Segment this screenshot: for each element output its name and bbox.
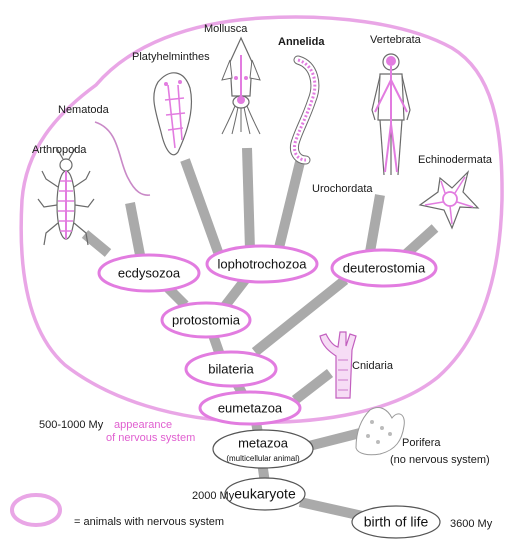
node-eumetazoa-label: eumetazoa: [218, 400, 283, 415]
label-urochordata: Urochordata: [312, 183, 373, 195]
label-eukaryote-time: 2000 My: [192, 490, 235, 502]
branch-ecdysozoa-arthropoda: [81, 230, 112, 257]
label-nervous-time: 500-1000 My: [39, 419, 104, 431]
mollusca-illustration: [221, 36, 261, 135]
label-porifera-note: (no nervous system): [390, 454, 490, 466]
node-deuterostomia[interactable]: deuterostomia: [330, 248, 438, 288]
node-protostomia-label: protostomia: [172, 312, 241, 327]
nervous-system-outline: [19, 15, 504, 424]
node-birth-of-life-label: birth of life: [364, 514, 429, 530]
node-birth-of-life[interactable]: birth of life: [351, 505, 441, 539]
label-platyhelminthes: Platyhelminthes: [132, 51, 210, 63]
branch-lopho-platyhelminthes: [180, 158, 223, 254]
node-protostomia[interactable]: protostomia: [160, 301, 252, 339]
node-eukaryote-label: eukaryote: [234, 486, 296, 502]
annelida-illustration: [289, 55, 320, 165]
label-nervous-line2: of nervous system: [106, 432, 195, 444]
time-labels: 500-1000 My appearance of nervous system…: [39, 419, 493, 530]
legend-text: = animals with nervous system: [74, 516, 224, 528]
branch-deutero-echinodermata: [401, 224, 439, 259]
node-ecdysozoa-label: ecdysozoa: [118, 265, 181, 280]
node-bilateria-label: bilateria: [208, 361, 254, 376]
branch-protostomia-lophotrochozoa: [221, 276, 249, 310]
branch-eumetazoa-cnidaria: [291, 369, 334, 404]
branch-protostomia-ecdysozoa: [164, 284, 189, 309]
branch-bilateria-deuterostomia: [251, 276, 349, 356]
node-bilateria[interactable]: bilateria: [184, 350, 278, 388]
node-lophotrochozoa[interactable]: lophotrochozoa: [205, 244, 319, 284]
branch-deutero-urochordata: [365, 194, 385, 253]
clade-nodes: ecdysozoa lophotrochozoa deuterostomia p…: [97, 244, 441, 539]
label-annelida: Annelida: [278, 36, 325, 48]
platyhelminthes-illustration: [153, 72, 193, 156]
legend-swatch: [10, 493, 62, 527]
node-ecdysozoa[interactable]: ecdysozoa: [97, 253, 201, 293]
label-vertebrata: Vertebrata: [370, 34, 422, 46]
porifera-illustration: [355, 407, 405, 456]
node-lophotrochozoa-label: lophotrochozoa: [218, 256, 308, 271]
vertebrata-illustration: [371, 53, 411, 176]
label-cnidaria: Cnidaria: [352, 360, 394, 372]
node-metazoa-label: metazoa: [238, 435, 289, 450]
nematoda-illustration: [94, 121, 151, 196]
label-life-time: 3600 My: [450, 518, 493, 530]
branch-ecdysozoa-nematoda: [125, 202, 145, 256]
node-deuterostomia-label: deuterostomia: [343, 260, 426, 275]
legend: = animals with nervous system: [10, 493, 224, 528]
node-eumetazoa[interactable]: eumetazoa: [198, 390, 302, 426]
node-metazoa-sublabel: (multicellular animal): [226, 454, 300, 463]
arthropoda-illustration: [37, 146, 95, 246]
branch-lopho-annelida: [273, 160, 305, 254]
label-arthropoda: Arthropoda: [32, 144, 87, 156]
taxon-labels: Arthropoda Nematoda Platyhelminthes Moll…: [32, 23, 493, 466]
label-echinodermata: Echinodermata: [418, 154, 493, 166]
echinodermata-illustration: [418, 170, 480, 230]
node-eukaryote[interactable]: eukaryote: [224, 477, 306, 511]
branch-lopho-mollusca: [242, 147, 255, 251]
label-nervous-line1: appearance: [114, 419, 172, 431]
label-nematoda: Nematoda: [58, 104, 110, 116]
label-mollusca: Mollusca: [204, 23, 248, 35]
node-metazoa[interactable]: metazoa (multicellular animal): [212, 429, 314, 469]
cnidaria-illustration: [319, 331, 357, 399]
label-porifera: Porifera: [402, 437, 441, 449]
